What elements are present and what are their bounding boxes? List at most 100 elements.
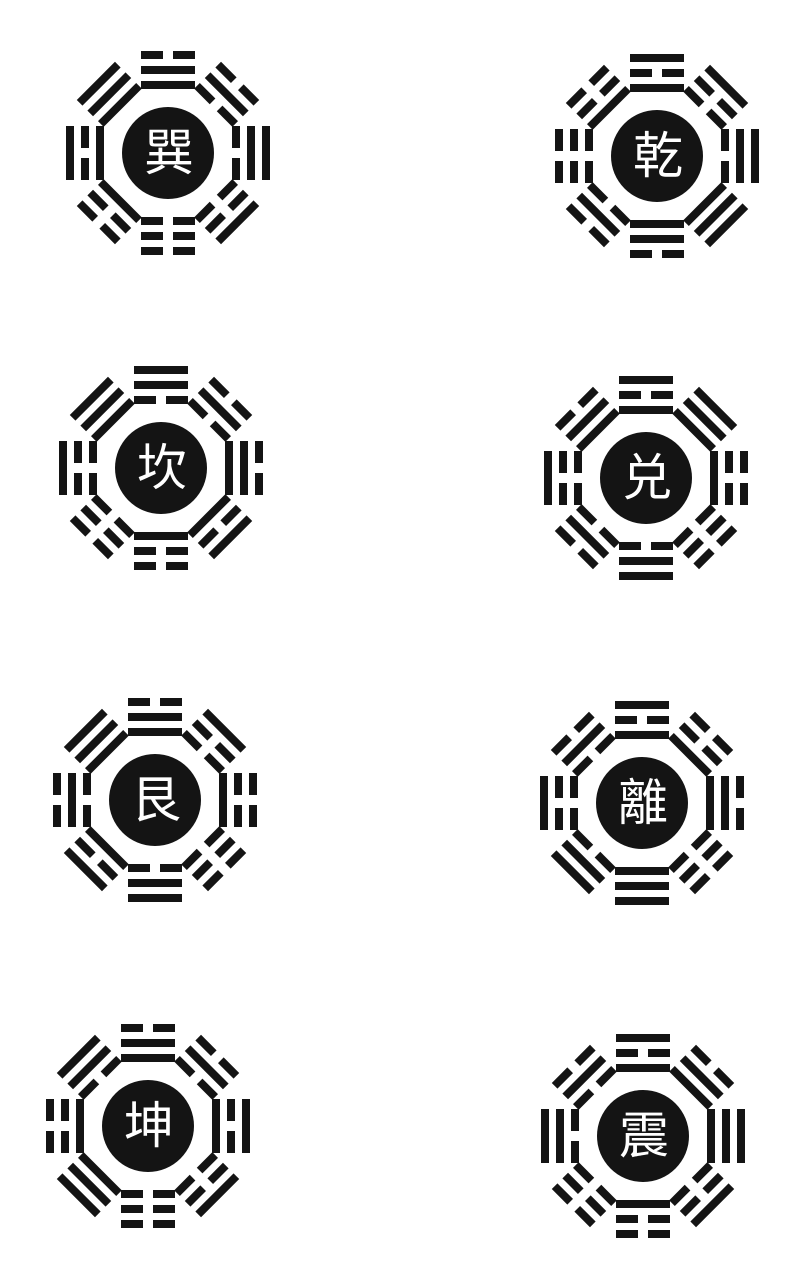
- yin-line-segment: [249, 805, 257, 827]
- yin-line-segment: [166, 562, 188, 570]
- yin-line-segment: [702, 1173, 723, 1194]
- trigram-bottom-right: [668, 829, 733, 894]
- yin-line-segment: [202, 870, 223, 891]
- yin-line-segment: [255, 473, 263, 495]
- center-disc: 乾: [611, 110, 703, 202]
- yin-line-segment: [716, 98, 737, 119]
- yang-line: [76, 1099, 84, 1153]
- yin-line-segment: [736, 808, 744, 830]
- yin-line-segment: [134, 547, 156, 555]
- yin-line-segment: [231, 399, 252, 420]
- yin-line-segment: [577, 387, 598, 408]
- yin-line-segment: [110, 212, 131, 233]
- yin-line-segment: [552, 1067, 573, 1088]
- yin-line-segment: [572, 829, 593, 850]
- yang-line: [247, 126, 255, 180]
- yang-line: [630, 220, 684, 228]
- trigram-top-right: [683, 65, 748, 130]
- yin-line-segment: [207, 1163, 228, 1184]
- trigram-bottom-left: [70, 494, 135, 559]
- yin-line-segment: [81, 158, 89, 180]
- yang-line: [57, 1173, 101, 1217]
- yin-line-segment: [121, 1190, 143, 1198]
- center-character: 震: [619, 1111, 667, 1161]
- trigram-bottom: [619, 542, 673, 580]
- yin-line-segment: [70, 515, 91, 536]
- yin-line-segment: [74, 441, 82, 463]
- yang-line: [615, 897, 669, 905]
- trigram-left: [66, 126, 104, 180]
- trigram-right: [706, 776, 744, 830]
- yin-line-segment: [214, 742, 235, 763]
- yang-line: [540, 776, 548, 830]
- yang-line: [615, 882, 669, 890]
- trigram-right: [710, 451, 748, 505]
- yin-line-segment: [701, 745, 722, 766]
- yin-line-segment: [616, 1215, 638, 1223]
- yin-line-segment: [234, 773, 242, 795]
- yang-line: [619, 376, 673, 384]
- yin-line-segment: [662, 250, 684, 258]
- yin-line-segment: [214, 837, 235, 858]
- yang-line: [225, 441, 233, 495]
- yang-line: [87, 72, 131, 116]
- yin-line-segment: [141, 51, 163, 59]
- yang-line: [630, 84, 684, 92]
- trigram-top-left: [64, 709, 129, 774]
- yang-line: [561, 722, 605, 766]
- trigram-top-right: [181, 709, 246, 774]
- yin-line-segment: [551, 734, 572, 755]
- yin-line-segment: [99, 223, 120, 244]
- yin-line-segment: [694, 75, 715, 96]
- yin-line-segment: [83, 773, 91, 795]
- yang-line: [128, 894, 182, 902]
- yang-line: [67, 1045, 111, 1089]
- yang-line: [616, 1034, 670, 1042]
- yin-line-segment: [97, 859, 118, 880]
- yin-line-segment: [576, 504, 597, 525]
- yin-line-segment: [160, 864, 182, 872]
- yang-line: [544, 451, 552, 505]
- yang-line: [616, 1200, 670, 1208]
- yang-line: [683, 397, 727, 441]
- yin-line-segment: [672, 527, 693, 548]
- yin-line-segment: [121, 1205, 143, 1213]
- yin-line-segment: [721, 161, 729, 183]
- yang-line: [694, 193, 738, 237]
- trigram-top-right: [187, 377, 252, 442]
- yang-line: [710, 451, 718, 505]
- yin-line-segment: [46, 1131, 54, 1153]
- yin-line-segment: [648, 1230, 670, 1238]
- yin-line-segment: [166, 547, 188, 555]
- trigram-top: [630, 54, 684, 92]
- yin-line-segment: [630, 250, 652, 258]
- trigram-left: [53, 773, 91, 827]
- yin-line-segment: [721, 129, 729, 151]
- yin-line-segment: [716, 525, 737, 546]
- yang-line: [141, 66, 195, 74]
- yang-line: [74, 719, 118, 763]
- yang-line: [141, 81, 195, 89]
- trigram-top: [616, 1034, 670, 1072]
- yang-line: [134, 532, 188, 540]
- center-disc: 坤: [102, 1080, 194, 1172]
- trigram-left: [540, 776, 578, 830]
- bagua-diagram-kan: 坎: [11, 318, 311, 618]
- yang-line: [706, 776, 714, 830]
- trigram-top-left: [70, 377, 135, 442]
- center-character: 艮: [131, 775, 179, 825]
- yin-line-segment: [555, 525, 576, 546]
- trigram-top-left: [555, 387, 620, 452]
- yin-line-segment: [570, 808, 578, 830]
- yang-line: [128, 713, 182, 721]
- yang-line: [562, 1055, 606, 1099]
- yang-line: [704, 65, 748, 109]
- yin-line-segment: [227, 1131, 235, 1153]
- yin-line-segment: [587, 182, 608, 203]
- trigram-top-right: [194, 62, 259, 127]
- yin-line-segment: [185, 1185, 206, 1206]
- yin-line-segment: [218, 1057, 239, 1078]
- yin-line-segment: [181, 849, 202, 870]
- yang-line: [561, 840, 605, 884]
